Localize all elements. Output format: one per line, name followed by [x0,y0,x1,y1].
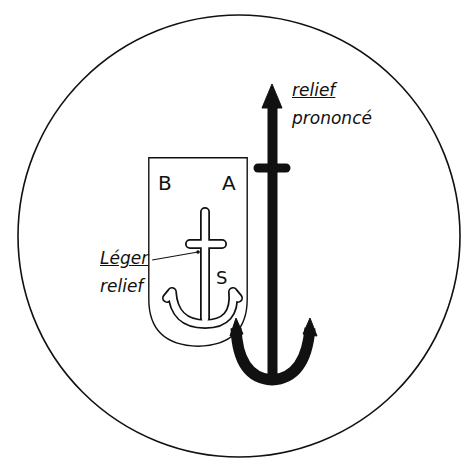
shield-outline [149,158,247,346]
light-relief-anchor [167,212,238,324]
relief-note: Léger relief [100,244,160,300]
relief-note: relief prononcé [292,76,392,132]
medal-outline [18,15,460,457]
leader-line [152,252,198,260]
leader-dot [196,250,200,254]
cartouche-letter: S [216,269,227,287]
pronounced-relief-anchor [230,84,317,380]
cartouche-letter: B [158,173,172,193]
cartouche-letter: A [222,173,236,193]
shield-cartouche: B A S [148,157,248,347]
leader-line [152,250,200,260]
